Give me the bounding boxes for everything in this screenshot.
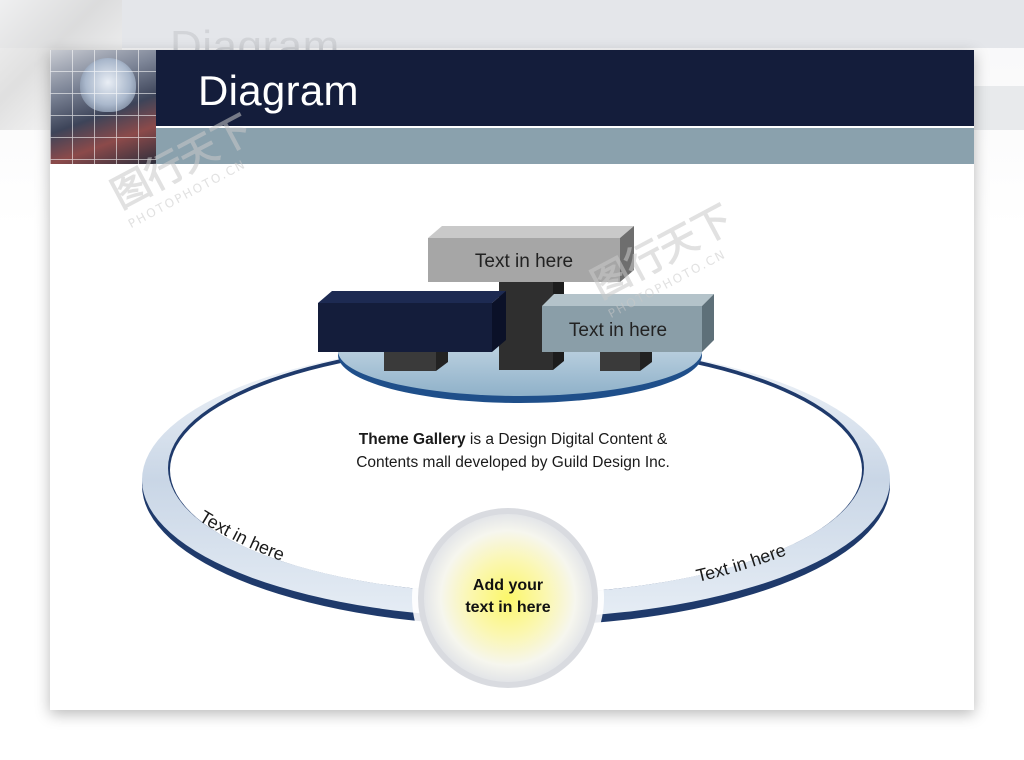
ring-inner [170, 346, 862, 594]
ring-diagram: Text in here Text in here Text in here T… [142, 226, 890, 694]
description-line1: is a Design Digital Content & [465, 431, 668, 448]
block-slate [542, 294, 714, 352]
description-brand: Theme Gallery [358, 431, 466, 448]
block-gray-label: Text in here [475, 251, 573, 272]
center-label-line1: Add your [472, 577, 544, 594]
block-gray [428, 226, 634, 282]
background-stripe [970, 86, 1024, 130]
header-bar [50, 50, 974, 126]
block-slate-label: Text in here [569, 320, 667, 341]
slide-title: Diagram [198, 67, 359, 114]
description: Theme Gallery is a Design Digital Conten… [288, 428, 738, 474]
background-band [0, 0, 1024, 48]
center-label-line2: text in here [465, 599, 551, 616]
slide: Diagram [50, 50, 974, 710]
photo-grid-overlay [50, 50, 156, 164]
header-photo [50, 50, 156, 164]
header-subbar [50, 128, 974, 164]
header-divider [50, 126, 974, 128]
center-label: Add your text in here [418, 575, 598, 619]
block-navy [318, 291, 506, 352]
center-circle [424, 514, 592, 682]
description-line2: Contents mall developed by Guild Design … [356, 454, 670, 471]
